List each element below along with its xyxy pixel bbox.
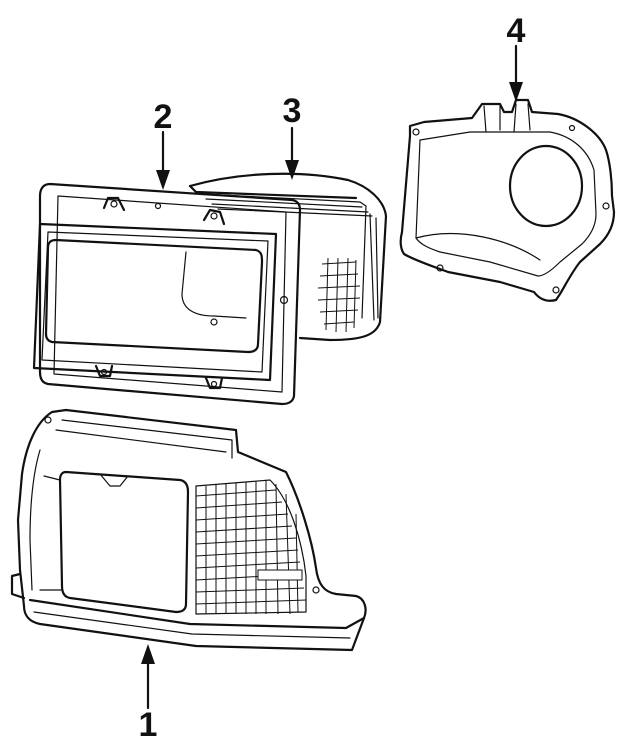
part-4-housing-bracket <box>399 98 616 302</box>
part-3-lens-pattern <box>317 257 361 333</box>
arrowhead-3 <box>285 160 299 180</box>
arrowhead-1 <box>141 644 155 664</box>
callout-3: 3 <box>283 92 302 130</box>
callout-4: 4 <box>507 12 526 50</box>
part-3-headlamp-bulb <box>188 172 388 342</box>
callout-1: 1 <box>139 706 158 741</box>
part-1-headlamp-door <box>10 408 367 652</box>
arrowhead-2 <box>156 170 170 190</box>
leader-arrows <box>141 44 523 710</box>
callout-labels: 2 3 4 1 <box>139 12 526 741</box>
part-2-mounting-ring <box>32 182 302 406</box>
callout-2: 2 <box>154 98 173 136</box>
arrowhead-4 <box>509 82 523 102</box>
part-1-grille-pattern <box>195 479 307 615</box>
